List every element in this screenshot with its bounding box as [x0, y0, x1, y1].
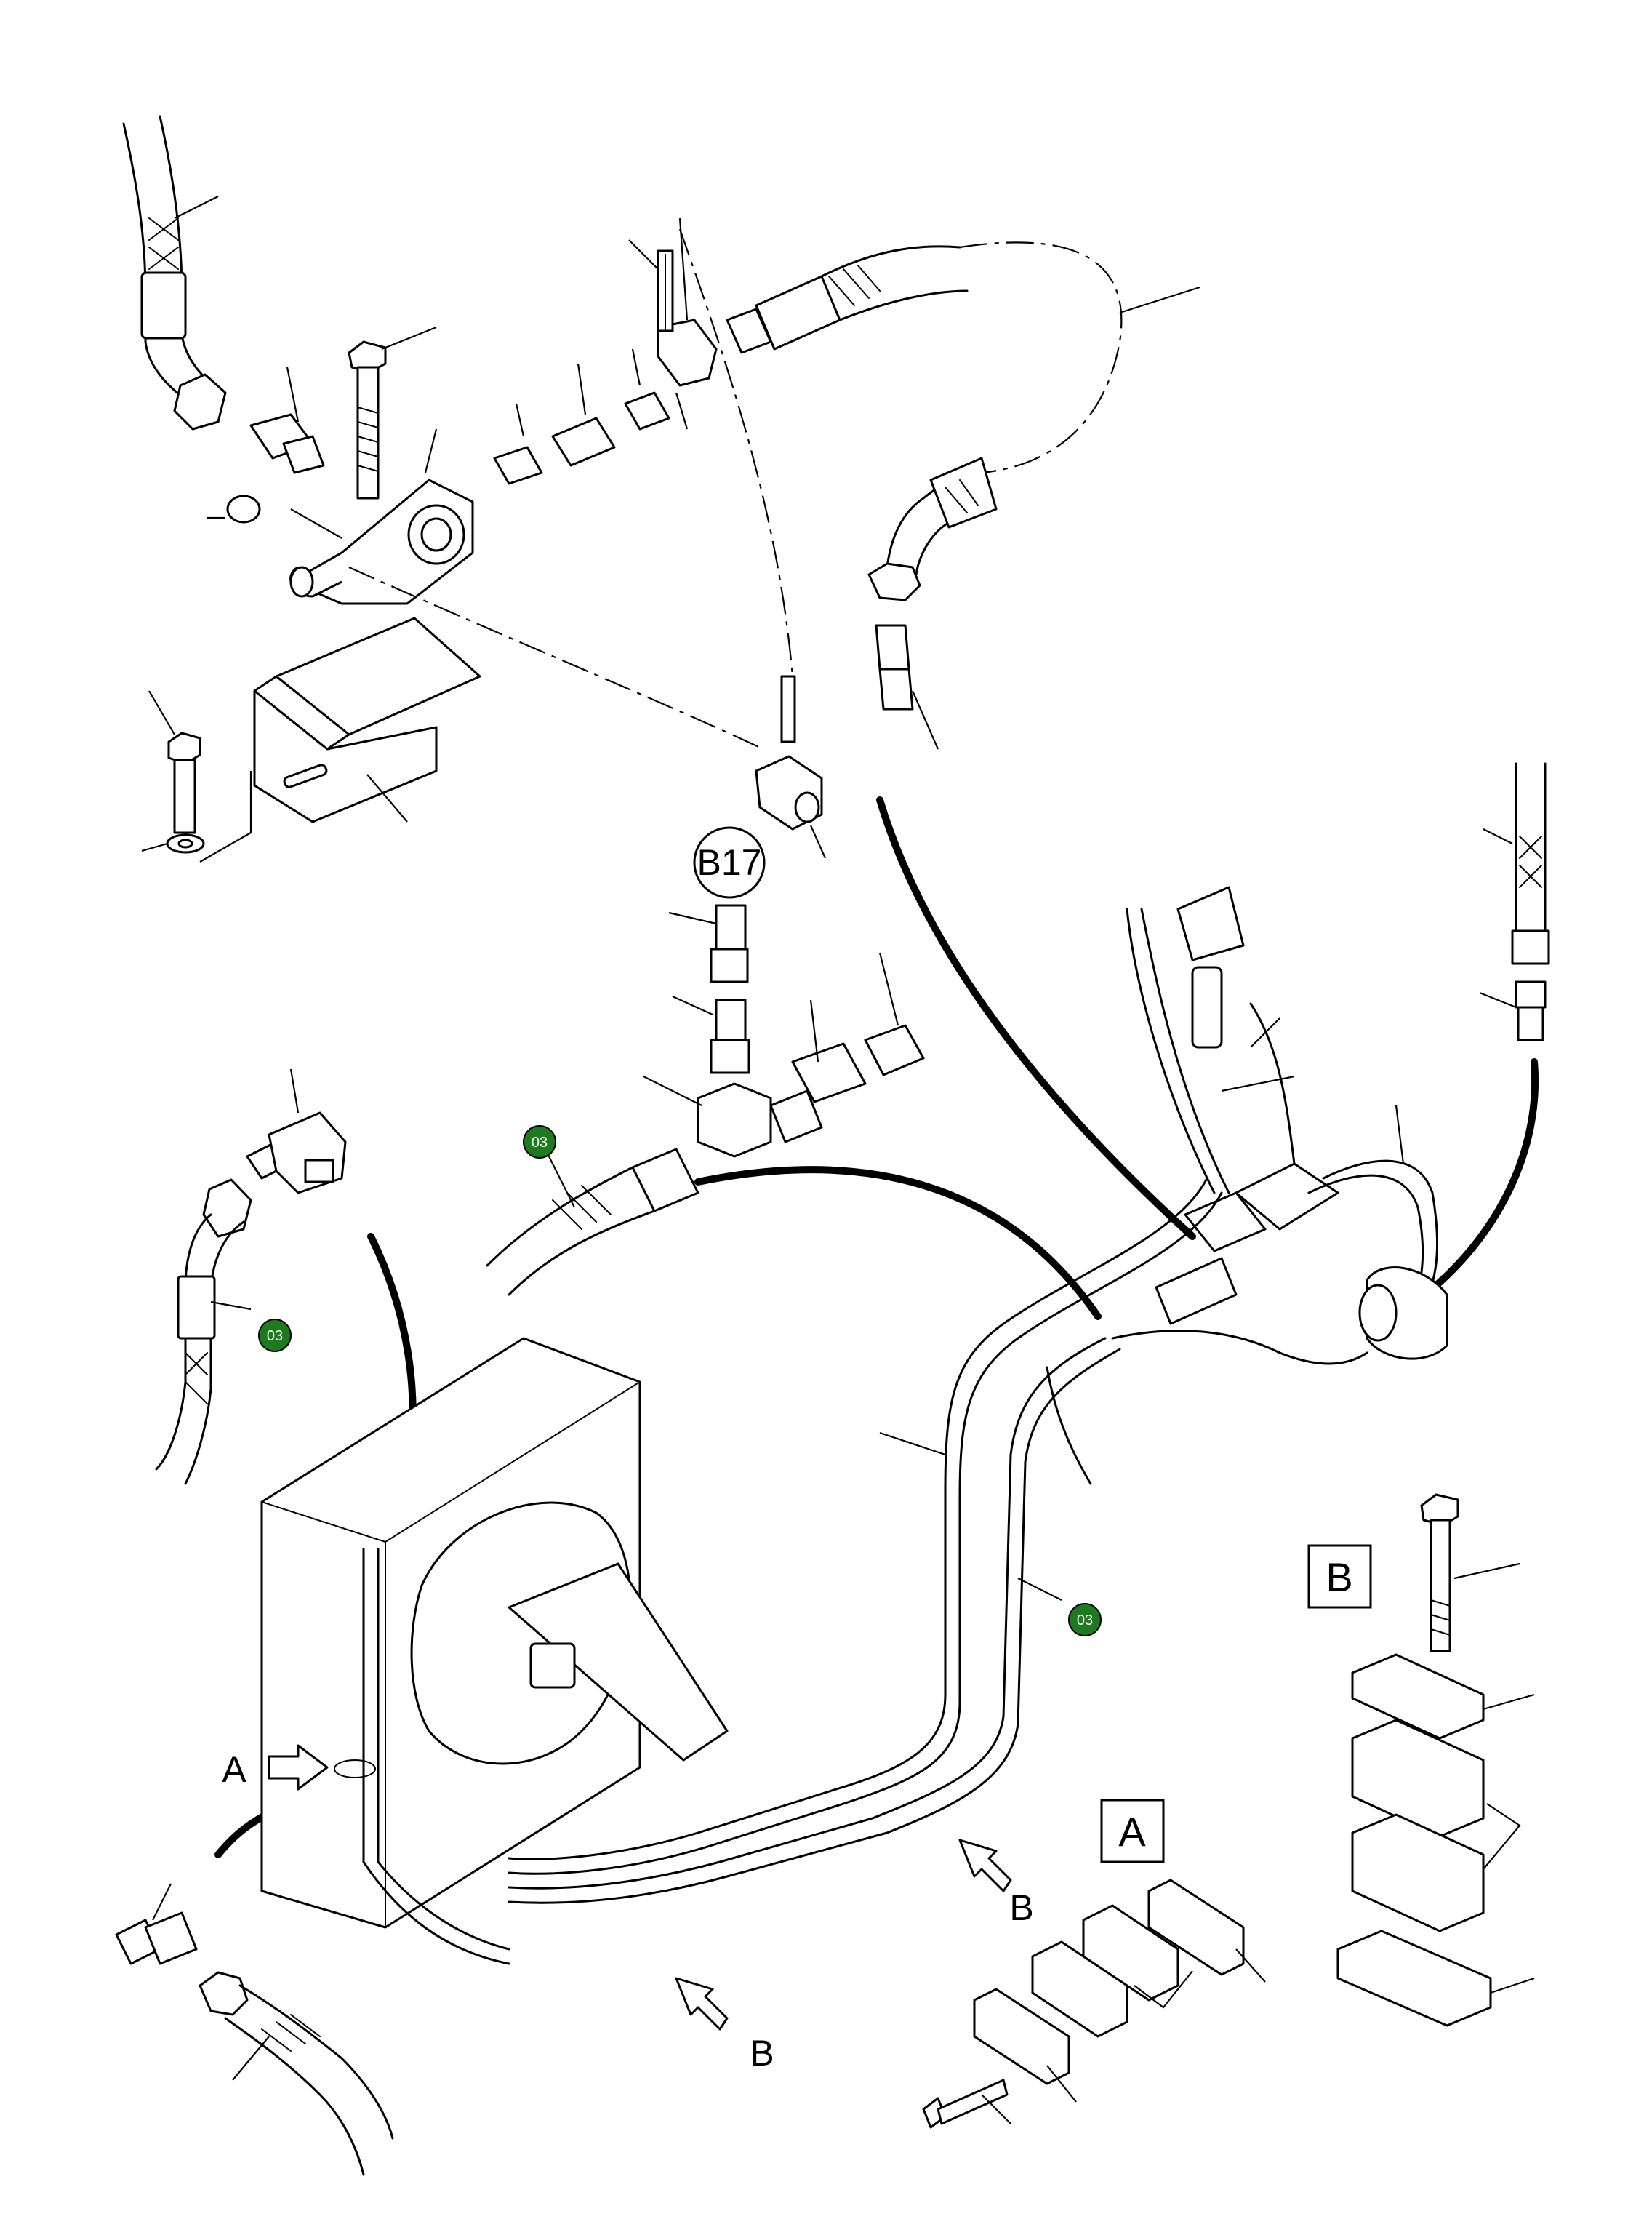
reference-circle: B17: [693, 826, 766, 899]
tee-fitting-lower: [643, 952, 925, 1158]
detail-a-label: A: [1118, 1809, 1146, 1855]
hose-bottom-left: [115, 1883, 394, 2176]
mounting-bracket: [253, 617, 481, 823]
badge-label-2: 03: [267, 1328, 283, 1344]
connector-arc-4: [1422, 1058, 1539, 1298]
view-arrow-b-2: B: [675, 1977, 774, 2074]
view-b-arrow-label-2: B: [750, 2033, 774, 2074]
bolt-vertical-top: [348, 326, 437, 500]
hose-top-right: [726, 241, 1200, 474]
detail-a: A: [922, 1799, 1266, 2129]
connector-arc-3: [876, 796, 1196, 1240]
tee-fitting-top: [628, 217, 718, 430]
centerline-2: [678, 228, 794, 677]
hose-middle-left: 03: [486, 1125, 699, 1296]
hose-elbow-right: [867, 457, 998, 750]
view-arrow-b-1: B: [958, 1839, 1034, 1928]
fitting-nipple-left: [249, 367, 325, 474]
valve-block: [289, 428, 474, 605]
detail-b: B: [1307, 1493, 1535, 2027]
bushing-left: [207, 495, 261, 524]
hose-right-vertical: [1479, 762, 1550, 1041]
elbow-fitting-left: [246, 1068, 347, 1194]
pressure-switch-stack: [668, 904, 750, 1074]
main-hose-run: 03: [508, 1177, 1223, 1904]
bolt-washer-left: [141, 690, 252, 863]
centerline-1: [348, 566, 764, 750]
fittings-top-row: [493, 348, 670, 485]
view-arrow-a: A: [222, 1744, 376, 1791]
view-a-arrow-label: A: [222, 1749, 246, 1790]
reference-label: B17: [697, 842, 762, 883]
hose-elbow-left: 03: [155, 1178, 292, 1485]
cooler-unit: [260, 1337, 729, 1965]
view-b-arrow-label-1: B: [1009, 1887, 1033, 1928]
detail-b-label: B: [1326, 1554, 1352, 1600]
hose-top-left: [122, 115, 227, 431]
badge-label-1: 03: [532, 1135, 548, 1151]
connector-arc-2: [694, 1166, 1102, 1320]
tee-fitting-middle: [755, 675, 827, 859]
badge-label-3: 03: [1077, 1612, 1093, 1628]
manifold-assembly: [1046, 886, 1448, 1485]
